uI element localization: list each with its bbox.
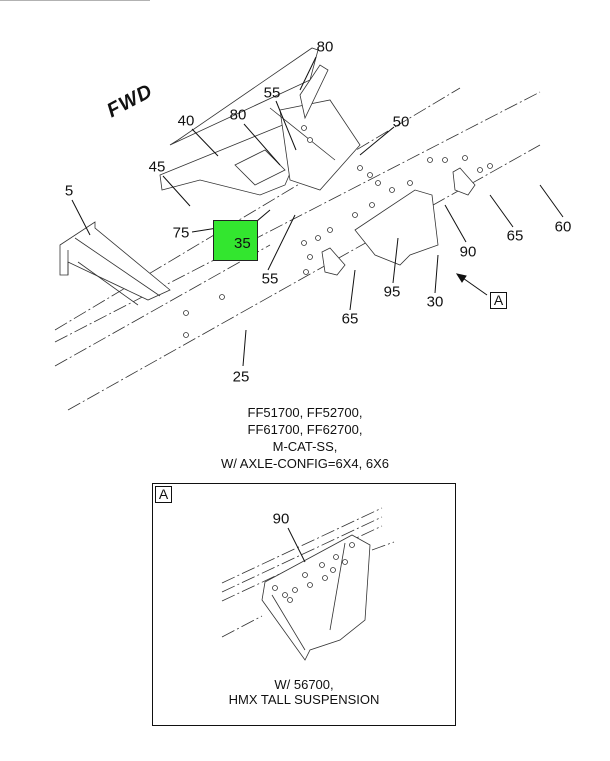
detail-view-label: A xyxy=(155,486,172,503)
caption-line: FF61700, FF62700, xyxy=(247,422,363,437)
callout-80-top: 80 xyxy=(316,38,334,56)
callout-95: 95 xyxy=(383,283,401,301)
diagram-caption: FF51700, FF52700, FF61700, FF62700, M-CA… xyxy=(0,404,610,472)
callout-30: 30 xyxy=(426,293,444,311)
callout-45: 45 xyxy=(148,158,166,176)
callout-55-top: 55 xyxy=(263,84,281,102)
spring-bracket-95 xyxy=(0,0,439,266)
detail-caption: W/ 56700, HMX TALL SUSPENSION xyxy=(153,677,455,707)
caption-line: M-CAT-SS, xyxy=(272,439,338,454)
caption-line: W/ AXLE-CONFIG=6X4, 6X6 xyxy=(221,456,389,471)
callout-50: 50 xyxy=(392,113,410,131)
callout-55-bottom: 55 xyxy=(261,270,279,288)
callout-90: 90 xyxy=(459,243,477,261)
callout-60: 60 xyxy=(554,218,572,236)
crossmember-5 xyxy=(59,221,171,306)
callout-40: 40 xyxy=(177,112,195,130)
detail-view-a: A 90 W/ 56700, HMX TALL SUSPENSION xyxy=(152,483,456,726)
callout-35: 35 xyxy=(234,235,251,252)
caption-line: FF51700, FF52700, xyxy=(247,405,363,420)
bolts xyxy=(183,125,493,338)
caption-line: W/ 56700, xyxy=(274,677,334,692)
caption-line: HMX TALL SUSPENSION xyxy=(228,692,380,707)
bracket-65-right xyxy=(452,167,476,196)
callout-65-right: 65 xyxy=(506,227,524,245)
callout-65-left: 65 xyxy=(341,310,359,328)
view-reference-a[interactable]: A xyxy=(490,292,507,309)
detail-bracket-90 xyxy=(221,507,395,661)
callout-5: 5 xyxy=(64,182,74,200)
highlighted-callout-35[interactable]: 35 xyxy=(213,220,258,261)
leader-lines xyxy=(71,56,564,367)
detail-callout-90: 90 xyxy=(272,510,290,528)
callout-25: 25 xyxy=(232,368,250,386)
bracket-65-left xyxy=(321,247,346,276)
callout-80: 80 xyxy=(229,106,247,124)
bracket-assembly xyxy=(159,47,361,196)
callout-75: 75 xyxy=(172,224,190,242)
